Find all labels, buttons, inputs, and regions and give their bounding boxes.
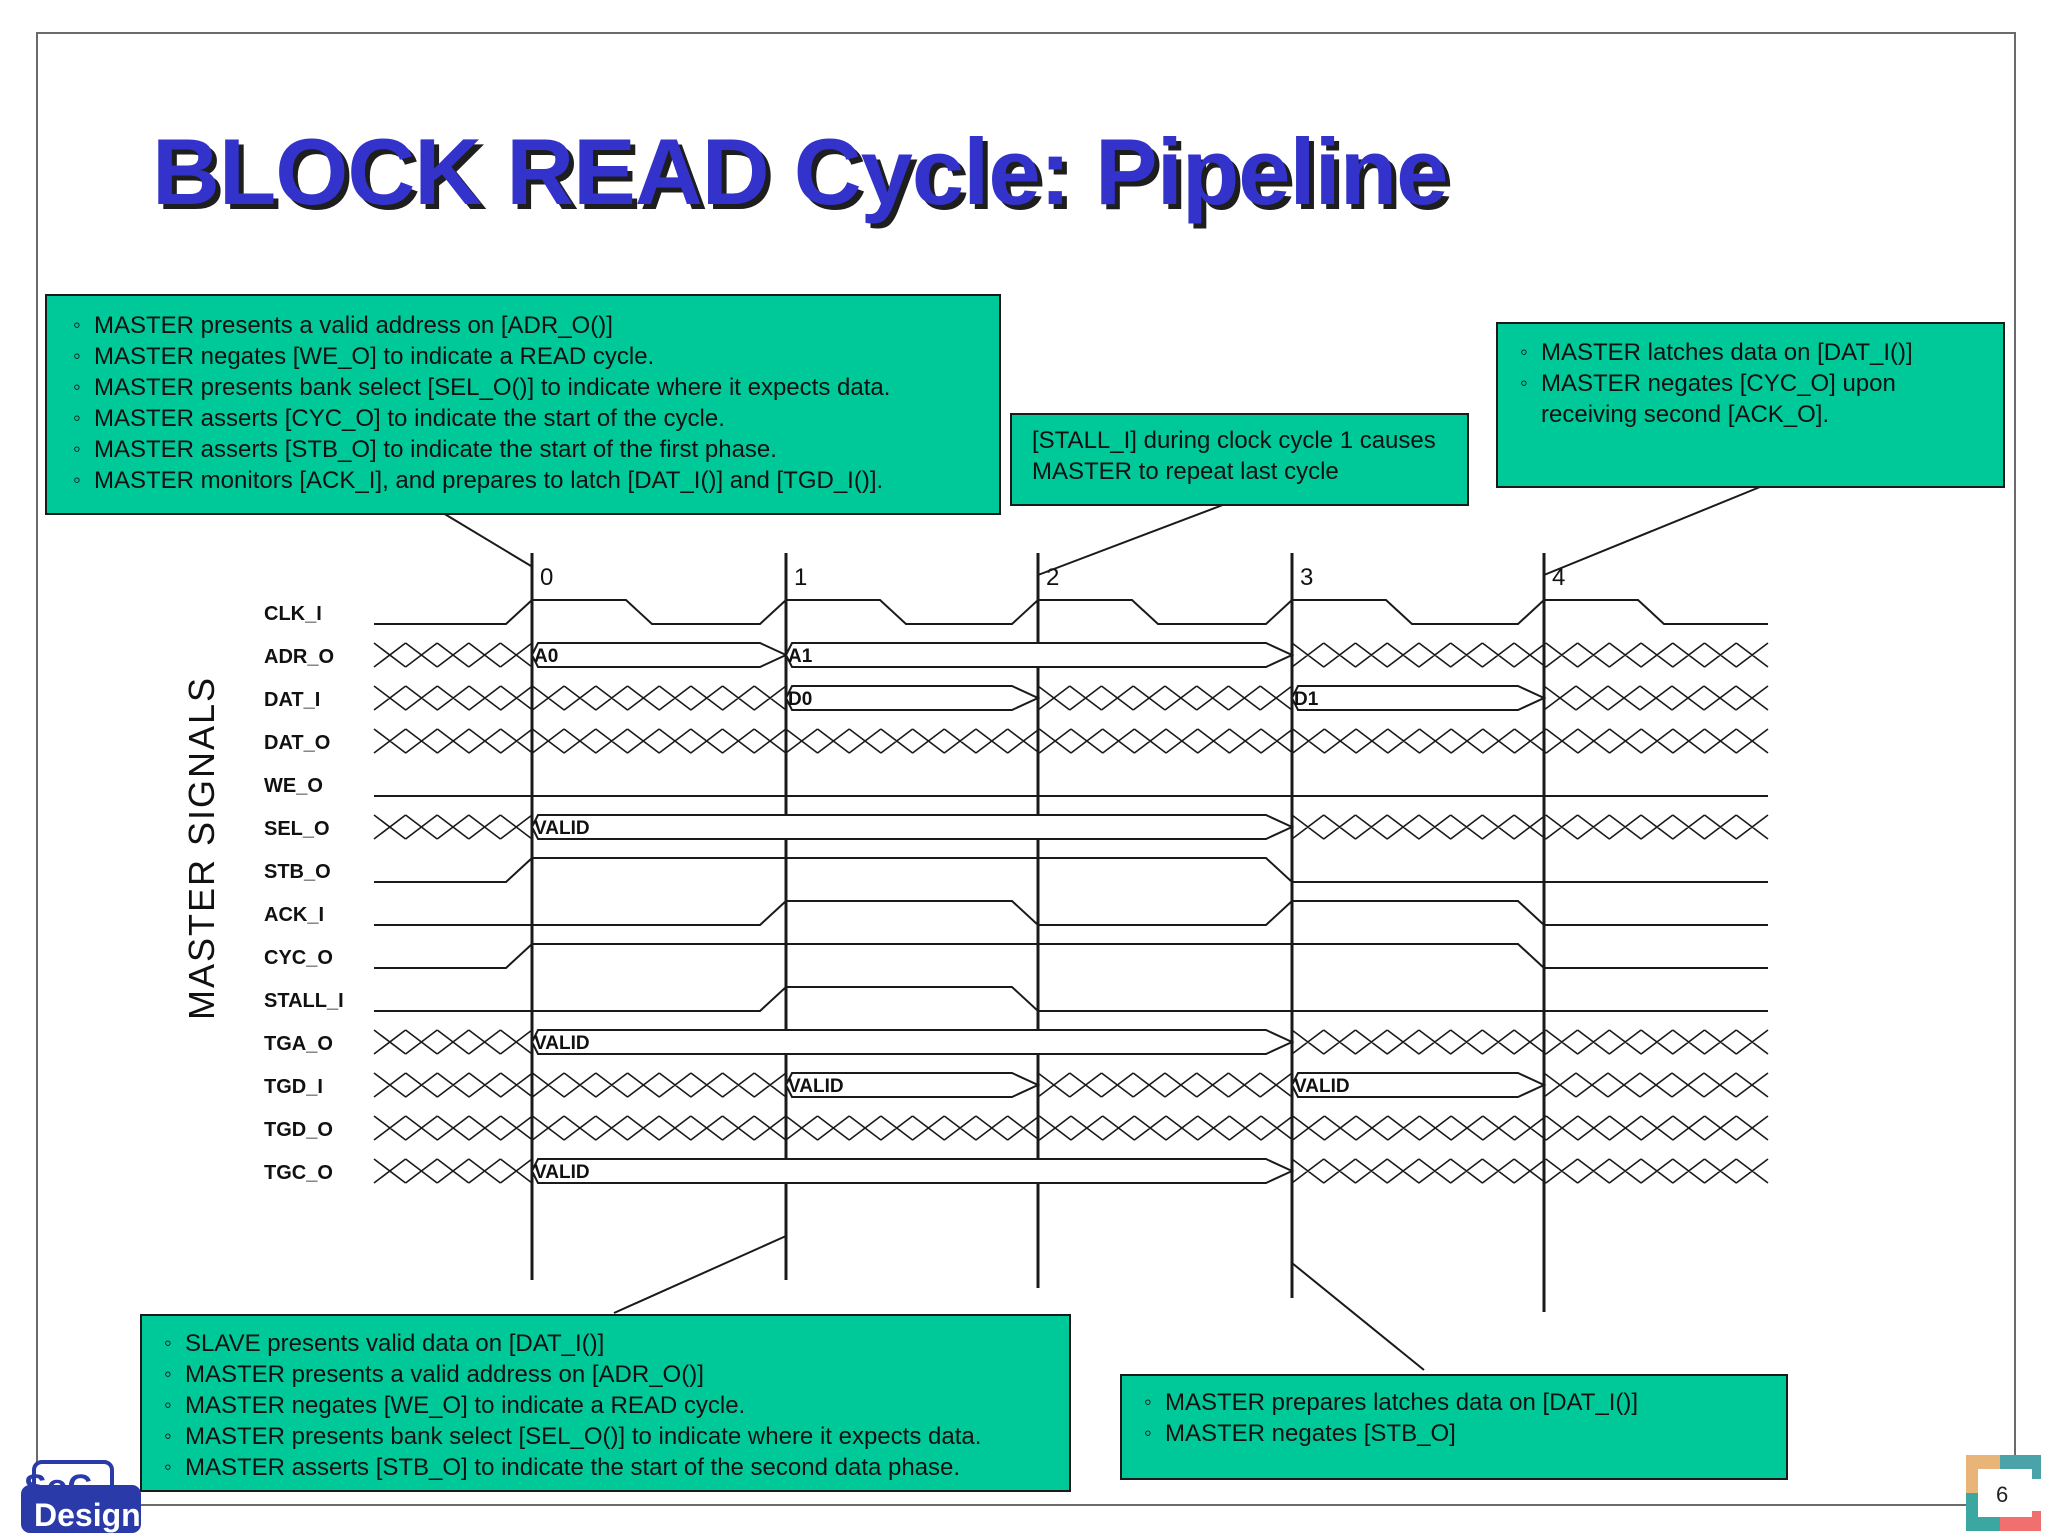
valid-state-mark <box>784 642 1295 668</box>
signal-label: CLK_I <box>264 603 322 625</box>
unknown-state-mark <box>1291 814 1769 840</box>
callout-item: MASTER presents bank select [SEL_O()] to… <box>162 1420 1059 1452</box>
soc-design-logo: SoC Design <box>21 1460 141 1533</box>
svg-text:SoC: SoC <box>24 1468 92 1506</box>
slide-frame <box>36 32 2016 1506</box>
callout-second-phase: SLAVE presents valid data on [DAT_I()] M… <box>140 1314 1071 1492</box>
callout-item: MASTER negates [STB_O] <box>1142 1417 1776 1449</box>
page-number-badge <box>1966 1455 2041 1531</box>
signal-label: TGA_O <box>264 1033 333 1055</box>
cyc-o-waveform <box>374 943 1768 969</box>
unknown-state-mark <box>1037 1072 1293 1098</box>
callout-leader <box>1037 502 1229 576</box>
signal-label: WE_O <box>264 775 323 797</box>
unknown-state-mark <box>373 1158 533 1184</box>
callout-item: MASTER presents bank select [SEL_O()] to… <box>71 371 989 403</box>
callout-leader <box>442 512 532 567</box>
bus-value-label: A1 <box>788 646 813 667</box>
callout-item: SLAVE presents valid data on [DAT_I()] <box>162 1327 1059 1359</box>
master-signals-label: MASTER SIGNALS <box>181 676 222 1020</box>
unknown-state-mark <box>373 814 533 840</box>
signal-label: CYC_O <box>264 947 333 969</box>
callout-item: MASTER monitors [ACK_I], and prepares to… <box>71 464 989 496</box>
callout-cycle-start: MASTER presents a valid address on [ADR_… <box>45 294 1001 515</box>
bus-value-label: D1 <box>1294 689 1319 710</box>
svg-text:Design: Design <box>34 1497 141 1533</box>
unknown-state-mark <box>373 685 787 711</box>
valid-state-mark <box>784 1072 1041 1098</box>
ack-i-waveform <box>374 900 1768 926</box>
unknown-state-mark <box>373 728 1769 754</box>
callout-item: MASTER asserts [CYC_O] to indicate the s… <box>71 402 989 434</box>
valid-state-mark <box>784 685 1041 711</box>
callout-stall: [STALL_I] during clock cycle 1 causes MA… <box>1010 413 1469 506</box>
unknown-state-mark <box>373 1029 533 1055</box>
callout-item: MASTER negates [CYC_O] upon receiving se… <box>1518 367 1993 430</box>
page-number: 6 <box>1996 1482 2009 1507</box>
unknown-state-mark <box>373 1072 787 1098</box>
callout-item: MASTER negates [WE_O] to indicate a READ… <box>71 340 989 372</box>
callout-item: MASTER negates [WE_O] to indicate a READ… <box>162 1389 1059 1421</box>
callout-leader <box>1543 486 1761 576</box>
unknown-state-mark <box>1291 1158 1769 1184</box>
unknown-state-mark <box>1037 685 1293 711</box>
callout-item: MASTER presents a valid address on [ADR_… <box>71 309 989 341</box>
valid-state-mark <box>530 1158 1295 1184</box>
signal-label: TGD_I <box>264 1076 323 1098</box>
unknown-state-mark <box>1543 1072 1769 1098</box>
clock-edge-label: 3 <box>1300 564 1313 591</box>
callout-item: MASTER latches data on [DAT_I()] <box>1518 336 1993 368</box>
unknown-state-mark <box>1291 642 1769 668</box>
callout-item: MASTER asserts [STB_O] to indicate the s… <box>162 1451 1059 1483</box>
unknown-state-mark <box>1291 1029 1769 1055</box>
unknown-state-mark <box>373 1115 1769 1141</box>
valid-state-mark <box>530 814 1295 840</box>
bus-value-label: D0 <box>788 689 812 710</box>
stall-i-waveform <box>374 986 1768 1012</box>
bus-value-label: VALID <box>1294 1076 1350 1097</box>
callout-item: MASTER asserts [STB_O] to indicate the s… <box>71 433 989 465</box>
unknown-state-mark <box>1543 685 1769 711</box>
callout-leader <box>1291 1262 1425 1371</box>
clock-edge-label: 0 <box>540 564 553 591</box>
bus-value-label: A0 <box>534 646 558 667</box>
callout-stall-text: [STALL_I] during clock cycle 1 causes MA… <box>1032 427 1436 485</box>
valid-state-mark <box>1290 685 1547 711</box>
signal-label: STB_O <box>264 861 331 883</box>
bus-value-label: VALID <box>534 818 590 839</box>
stb-o-waveform <box>374 857 1768 883</box>
callout-latch-data: MASTER latches data on [DAT_I()] MASTER … <box>1496 322 2005 488</box>
signal-label: DAT_O <box>264 732 330 754</box>
bus-value-label: VALID <box>534 1162 590 1183</box>
clock-waveform <box>374 599 1768 625</box>
callout-leader <box>613 1235 787 1314</box>
valid-state-mark <box>1290 1072 1547 1098</box>
signal-label: TGD_O <box>264 1119 333 1141</box>
unknown-state-mark <box>373 642 533 668</box>
callout-item: MASTER presents a valid address on [ADR_… <box>162 1358 1059 1390</box>
signal-label: ADR_O <box>264 646 334 668</box>
signal-label: DAT_I <box>264 689 320 711</box>
valid-state-mark <box>530 1029 1295 1055</box>
valid-state-mark <box>530 642 789 668</box>
slide-title: BLOCK READ Cycle: Pipeline <box>152 119 1448 224</box>
signal-label: ACK_I <box>264 904 324 926</box>
bus-value-label: VALID <box>534 1033 590 1054</box>
clock-edge-label: 1 <box>794 564 807 591</box>
signal-label: STALL_I <box>264 990 344 1012</box>
bus-value-label: VALID <box>788 1076 844 1097</box>
callout-prepare-latch: MASTER prepares latches data on [DAT_I()… <box>1120 1374 1788 1480</box>
callout-item: MASTER prepares latches data on [DAT_I()… <box>1142 1386 1776 1418</box>
signal-label: SEL_O <box>264 818 330 840</box>
signal-label: TGC_O <box>264 1162 333 1184</box>
